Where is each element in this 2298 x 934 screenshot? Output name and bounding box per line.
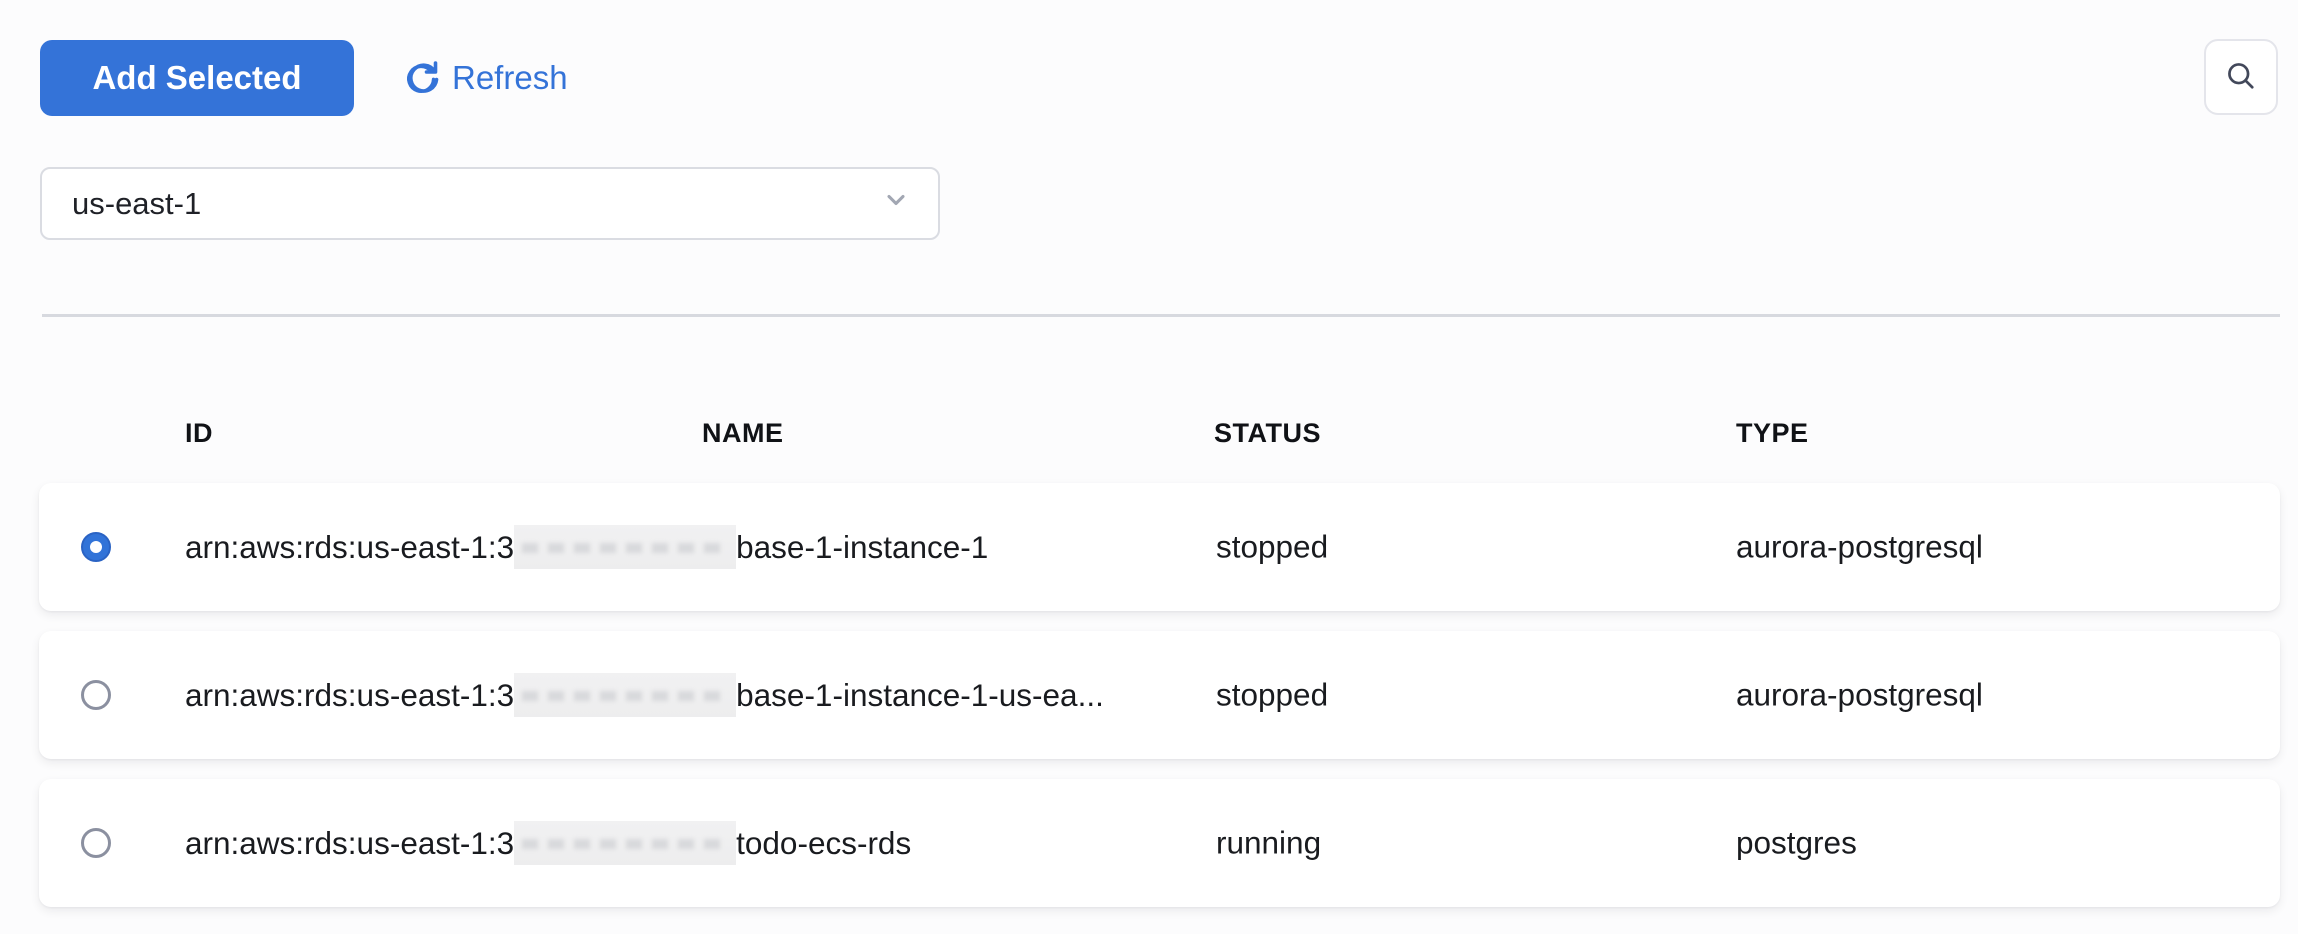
chevron-down-icon	[882, 186, 910, 222]
table-row[interactable]: arn:aws:rds:us-east-1:3 base-1-instance-1…	[39, 483, 2280, 611]
row-type: aurora-postgresql	[1736, 528, 1983, 565]
redacted-text-block	[514, 821, 737, 865]
row-radio[interactable]	[81, 532, 111, 562]
row-name-text: base-1-instance-1	[736, 528, 989, 565]
divider	[42, 314, 2280, 317]
row-status: stopped	[1216, 676, 1329, 713]
row-name-text: base-1-instance-1-us-ea...	[736, 676, 1104, 713]
refresh-icon	[404, 60, 440, 96]
region-dropdown-value: us-east-1	[72, 185, 202, 221]
search-icon	[2223, 58, 2259, 97]
redacted-text-block	[514, 525, 737, 569]
row-radio[interactable]	[81, 680, 111, 710]
row-radio[interactable]	[81, 828, 111, 858]
row-id-text: arn:aws:rds:us-east-1:3	[185, 824, 515, 861]
row-id-cell: arn:aws:rds:us-east-1:3 todo-ecs-rds	[185, 821, 911, 865]
row-id-text: arn:aws:rds:us-east-1:3	[185, 676, 515, 713]
row-status: running	[1216, 824, 1322, 861]
refresh-label: Refresh	[452, 59, 568, 96]
column-header-id: ID	[185, 418, 213, 448]
table-header: ID NAME STATUS TYPE	[0, 418, 2298, 450]
search-button[interactable]	[2204, 39, 2278, 115]
table-row[interactable]: arn:aws:rds:us-east-1:3 base-1-instance-1…	[39, 631, 2280, 759]
row-status: stopped	[1216, 528, 1329, 565]
refresh-button[interactable]: Refresh	[404, 40, 568, 116]
row-name-text: todo-ecs-rds	[736, 824, 912, 861]
row-id-text: arn:aws:rds:us-east-1:3	[185, 528, 515, 565]
row-type: aurora-postgresql	[1736, 676, 1983, 713]
row-id-cell: arn:aws:rds:us-east-1:3 base-1-instance-1…	[185, 673, 1104, 717]
row-id-cell: arn:aws:rds:us-east-1:3 base-1-instance-1	[185, 525, 988, 569]
redacted-text-block	[514, 673, 737, 717]
column-header-name: NAME	[702, 418, 784, 448]
column-header-type: TYPE	[1736, 418, 1809, 448]
add-selected-button[interactable]: Add Selected	[40, 40, 354, 116]
region-dropdown[interactable]: us-east-1	[40, 167, 940, 240]
column-header-status: STATUS	[1214, 418, 1321, 448]
row-type: postgres	[1736, 824, 1857, 861]
table-row[interactable]: arn:aws:rds:us-east-1:3 todo-ecs-rds runn…	[39, 779, 2280, 907]
